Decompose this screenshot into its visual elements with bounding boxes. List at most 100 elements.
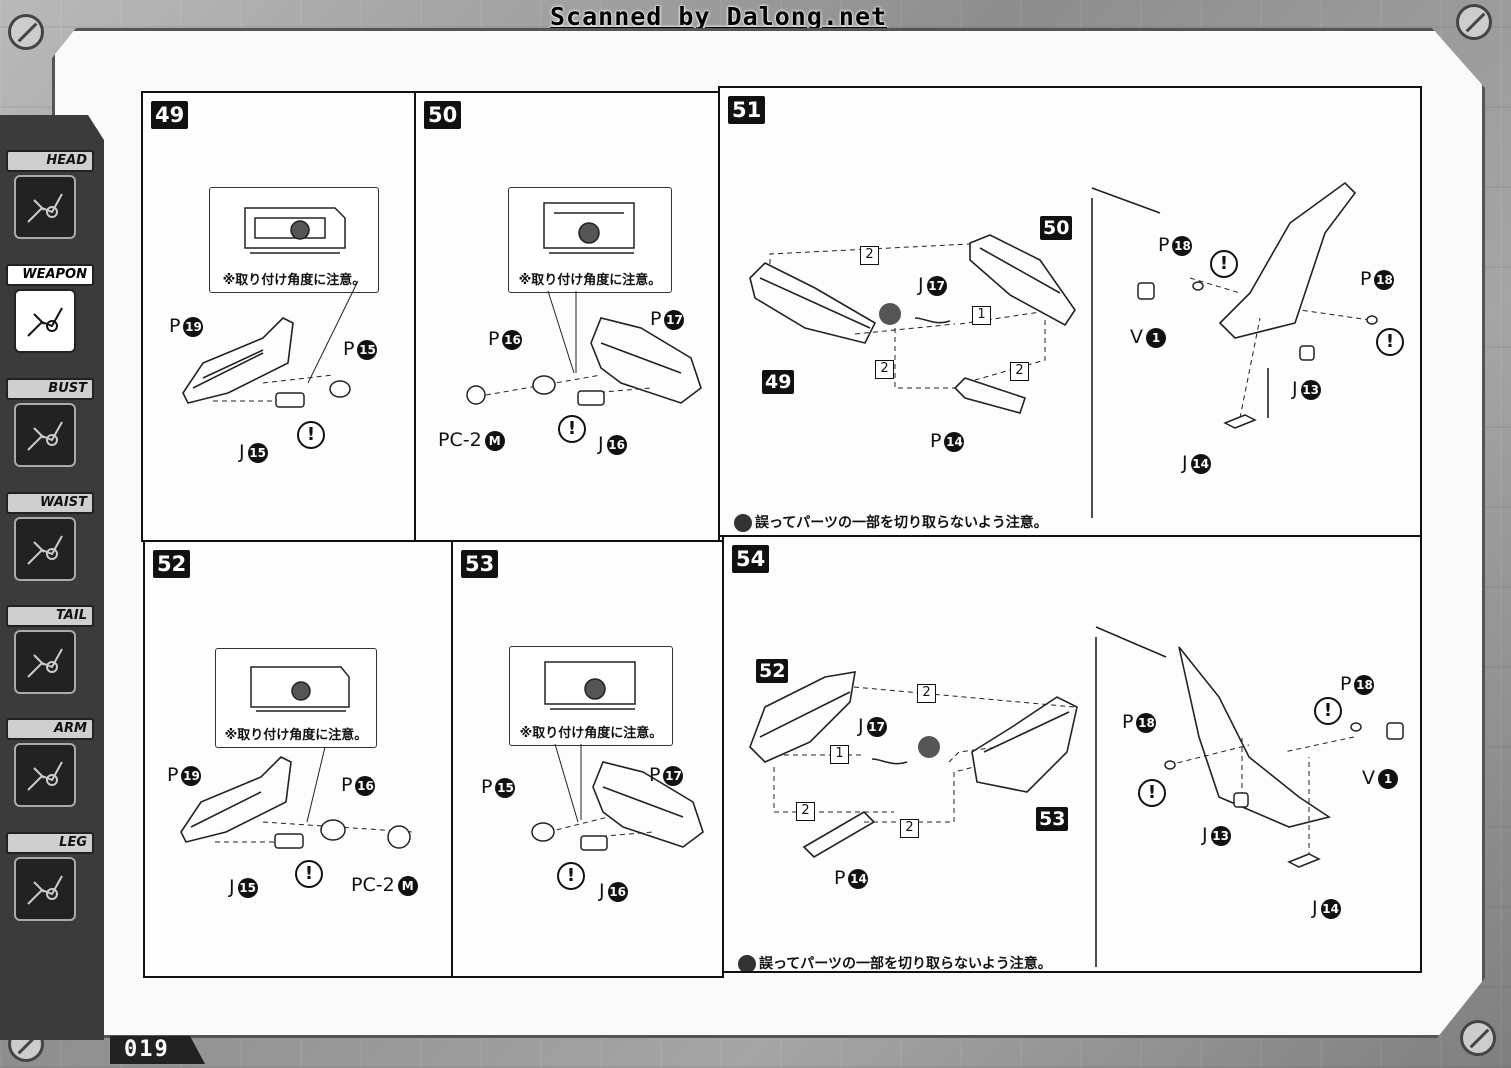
detail-part-drawing <box>250 666 350 712</box>
detail-part-drawing <box>543 202 635 254</box>
caution-icon <box>738 955 756 971</box>
sidebar-tab-head[interactable]: HEAD <box>6 150 94 255</box>
head-icon <box>14 175 76 239</box>
reference-step-53: 53 <box>1036 807 1069 831</box>
warning-icon: ! <box>557 862 585 890</box>
sidebar-tab-weapon[interactable]: WEAPON <box>6 264 94 369</box>
warning-icon: ! <box>1314 697 1342 725</box>
step-number: 52 <box>153 550 191 578</box>
tail-icon <box>14 630 76 694</box>
assembly-drawing <box>749 626 1404 967</box>
reference-step-52: 52 <box>756 659 789 683</box>
angle-note-box: ※取り付け角度に注意。 <box>215 648 377 748</box>
reference-step-49: 49 <box>762 370 795 394</box>
sidebar-tab-label: WEAPON <box>6 264 94 286</box>
step-number: 50 <box>424 101 462 129</box>
assembly-drawing <box>749 181 1378 518</box>
sidebar-tab-label: TAIL <box>6 605 94 627</box>
part-drawing <box>466 290 702 406</box>
part-drawing <box>180 746 414 849</box>
sidebar-tab-label: WAIST <box>6 492 94 514</box>
part-drawing <box>531 743 704 851</box>
warning-icon: ! <box>297 421 325 449</box>
sequence-marker: 2 <box>900 819 919 838</box>
sequence-marker: 2 <box>1010 362 1029 381</box>
sidebar-tab-label: ARM <box>6 718 94 740</box>
sidebar-tab-leg[interactable]: LEG <box>6 832 94 937</box>
page-number: 019 <box>110 1036 205 1064</box>
sequence-marker: 2 <box>917 684 936 703</box>
sidebar-tab-waist[interactable]: WAIST <box>6 492 94 597</box>
sequence-marker: 2 <box>796 802 815 821</box>
sequence-marker: 2 <box>875 360 894 379</box>
sidebar-tab-bust[interactable]: BUST <box>6 378 94 483</box>
scan-watermark: Scanned by Dalong.net <box>550 2 888 31</box>
note-text: ※取り付け角度に注意。 <box>222 273 366 288</box>
caution-icon <box>734 514 752 532</box>
detail-part-drawing <box>244 207 346 254</box>
corner-screw-icon <box>8 14 44 50</box>
caution-text: 誤ってパーツの一部を切り取らないよう注意。 <box>734 512 1048 532</box>
step-number: 53 <box>461 550 499 578</box>
step-number: 51 <box>728 96 766 124</box>
warning-icon: ! <box>1210 250 1238 278</box>
note-text: ※取り付け角度に注意。 <box>519 726 663 741</box>
arm-icon <box>14 743 76 807</box>
sidebar-tab-label: HEAD <box>6 150 94 172</box>
part-drawing <box>182 280 359 408</box>
bust-icon <box>14 403 76 467</box>
warning-icon: ! <box>558 415 586 443</box>
note-text: ※取り付け角度に注意。 <box>518 273 662 288</box>
note-text: ※取り付け角度に注意。 <box>224 728 368 743</box>
reference-step-50: 50 <box>1040 216 1073 240</box>
sidebar-tab-tail[interactable]: TAIL <box>6 605 94 710</box>
caution-text: 誤ってパーツの一部を切り取らないよう注意。 <box>738 953 1052 971</box>
sidebar-tab-label: LEG <box>6 832 94 854</box>
angle-note-box: ※取り付け角度に注意。 <box>209 187 379 293</box>
corner-screw-icon <box>1460 1020 1496 1056</box>
sidebar-tab-arm[interactable]: ARM <box>6 718 94 823</box>
leg-icon <box>14 857 76 921</box>
corner-screw-icon <box>1456 4 1492 40</box>
waist-icon <box>14 517 76 581</box>
sequence-marker: 1 <box>830 745 849 764</box>
warning-icon: ! <box>295 860 323 888</box>
angle-note-box: ※取り付け角度に注意。 <box>508 187 672 293</box>
sequence-marker: 1 <box>972 306 991 325</box>
weapon-icon <box>14 289 76 353</box>
step-number: 54 <box>732 545 770 573</box>
angle-note-box: ※取り付け角度に注意。 <box>509 646 673 746</box>
step-number: 49 <box>151 101 189 129</box>
